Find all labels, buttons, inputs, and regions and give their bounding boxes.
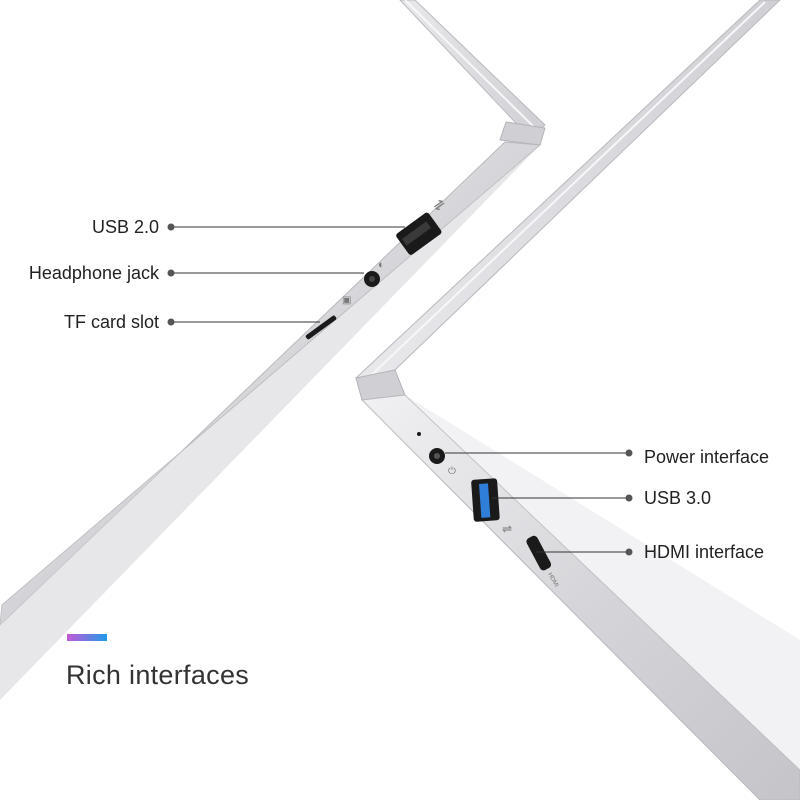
label-hdmi-interface: HDMI interface <box>644 542 765 562</box>
callout-dot <box>167 223 175 231</box>
callout-dot <box>167 269 175 277</box>
label-headphone-jack: Headphone jack <box>28 263 159 283</box>
usb-2-port <box>396 212 442 255</box>
label-tf-card-slot: TF card slot <box>63 312 159 332</box>
right-laptop: ⏻ ⇌ HDMI <box>355 0 800 800</box>
callout-dot <box>625 449 633 457</box>
tagline: Rich interfaces <box>66 660 250 690</box>
label-power-interface: Power interface <box>644 447 770 467</box>
right-laptop-base <box>360 394 800 800</box>
tf-card-slot <box>305 315 337 340</box>
usb-3-port <box>471 478 500 522</box>
label-usb-2: USB 2.0 <box>91 217 159 237</box>
headphone-icon: ◐ <box>378 259 385 271</box>
callout-dot <box>625 494 633 502</box>
callout-dot <box>625 548 633 556</box>
left-callouts <box>167 223 405 326</box>
hdmi-port <box>526 535 552 571</box>
power-symbol-icon: ⏻ <box>448 466 456 477</box>
label-usb-3: USB 3.0 <box>644 488 712 508</box>
left-laptop: ⇌ ◐ ▣ <box>0 0 546 700</box>
right-callouts <box>445 449 633 556</box>
led-indicator <box>417 432 421 436</box>
right-laptop-lid <box>355 0 781 393</box>
callout-dot <box>167 318 175 326</box>
usb3-symbol-icon: ⇌ <box>502 522 512 536</box>
accent-bar <box>67 634 107 641</box>
card-icon: ▣ <box>342 295 351 306</box>
